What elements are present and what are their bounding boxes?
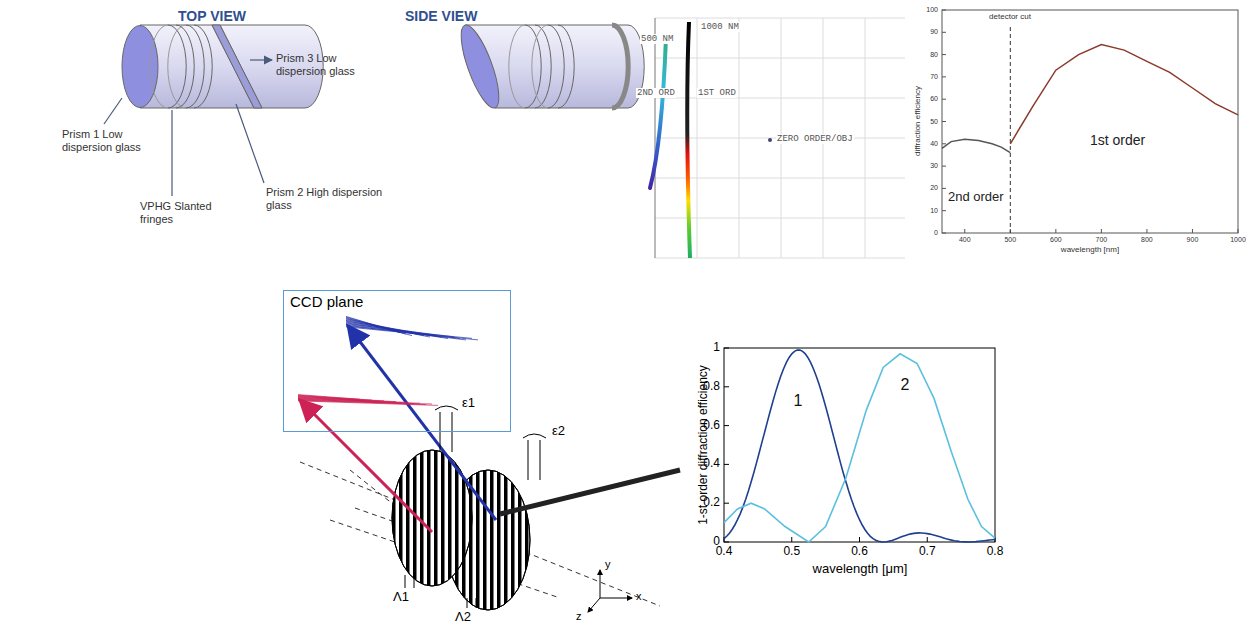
spectrum-label: 500 NM xyxy=(640,34,674,44)
tick-label: 800 xyxy=(1141,236,1153,244)
series-label: 2nd order xyxy=(948,190,1004,205)
grid-line xyxy=(655,218,905,219)
period-symbol: Λ2 xyxy=(455,610,471,625)
axis-name: x xyxy=(636,590,642,603)
tick-label: 40 xyxy=(930,140,938,148)
tick-label: 0.8 xyxy=(703,380,720,394)
tick xyxy=(942,99,946,100)
spectrum-label: 2ND ORD xyxy=(636,88,676,98)
tick xyxy=(942,233,946,234)
axis-name: y xyxy=(605,558,611,571)
tick xyxy=(942,188,946,189)
tick xyxy=(942,121,946,122)
grid-line xyxy=(655,258,905,259)
tick-label: 500 xyxy=(1004,236,1016,244)
tick-label: 0.4 xyxy=(716,545,733,559)
grid-line xyxy=(655,98,905,99)
tick-label: 70 xyxy=(930,73,938,81)
tick xyxy=(724,348,729,349)
tick xyxy=(724,425,729,426)
tick-label: 0.5 xyxy=(783,545,800,559)
tick xyxy=(1146,229,1147,233)
tick xyxy=(724,464,729,465)
tick-label: 20 xyxy=(930,184,938,192)
tick xyxy=(942,54,946,55)
spectrum-streak xyxy=(298,401,438,406)
tick-label: 80 xyxy=(930,51,938,59)
tick xyxy=(942,76,946,77)
tick-label: 0.7 xyxy=(919,545,936,559)
tick-label: 1 xyxy=(713,341,720,355)
tick-label: 50 xyxy=(930,117,938,125)
spectrum-label: 1000 NM xyxy=(700,22,740,32)
tick-label: 100 xyxy=(926,6,938,14)
period-symbol: Λ1 xyxy=(393,590,409,605)
grid-line xyxy=(655,178,905,179)
tick xyxy=(791,537,792,542)
tick xyxy=(724,542,729,543)
tick xyxy=(964,229,965,233)
angle-symbol: ε1 xyxy=(462,396,475,411)
tick-label: 1000 xyxy=(1230,236,1246,244)
curve-number: 2 xyxy=(901,376,910,394)
part-label: VPHG Slanted fringes xyxy=(140,200,232,225)
box-title: CCD plane xyxy=(284,291,369,312)
tick-label: 10 xyxy=(930,207,938,215)
series-label: 1st order xyxy=(1090,132,1145,148)
tick-label: 0 xyxy=(934,229,938,237)
tick xyxy=(942,210,946,211)
tick xyxy=(942,166,946,167)
tick xyxy=(724,503,729,504)
tick-label: 0.6 xyxy=(703,419,720,433)
tick xyxy=(942,10,946,11)
tick-label: 600 xyxy=(1050,236,1062,244)
spectrum-label: ZERO ORDER/OBJ xyxy=(776,134,854,144)
curve-number: 1 xyxy=(794,392,803,410)
angle-symbol: ε2 xyxy=(552,424,565,439)
tick xyxy=(1192,229,1193,233)
axis-title: wavelength [nm] xyxy=(1061,245,1119,254)
tick xyxy=(927,537,928,542)
part-label: Prism 1 Low dispersion glass xyxy=(62,128,174,153)
tick-label: 0.2 xyxy=(703,496,720,510)
grid-line xyxy=(655,18,905,19)
axis-name: z xyxy=(576,610,582,623)
axis-title: wavelength [μm] xyxy=(813,562,908,577)
tick-label: 90 xyxy=(930,28,938,36)
tick xyxy=(724,386,729,387)
tick xyxy=(942,32,946,33)
tick-label: 0.8 xyxy=(987,545,1004,559)
view-title: TOP VIEW xyxy=(178,8,246,24)
part-label: Prism 2 High dispersion glass xyxy=(266,186,386,211)
spectrum-label: 1ST ORD xyxy=(697,88,737,98)
tick-label: 0.6 xyxy=(851,545,868,559)
view-title: SIDE VIEW xyxy=(405,8,477,24)
plane-box: CCD plane xyxy=(283,290,511,432)
tick-label: 700 xyxy=(1096,236,1108,244)
grid-line xyxy=(655,58,905,59)
tick-label: 30 xyxy=(930,162,938,170)
tick-label: 0.4 xyxy=(703,457,720,471)
tick xyxy=(942,143,946,144)
tick xyxy=(1238,229,1239,233)
part-label: Prism 3 Low dispersion glass xyxy=(276,52,388,77)
tick-label: 900 xyxy=(1187,236,1199,244)
spectrum-streak xyxy=(346,326,472,338)
axis-title: diffraction efficiency xyxy=(913,86,922,156)
annotation: detector cut xyxy=(988,12,1032,21)
spectrum-streak xyxy=(346,327,478,340)
tick xyxy=(1101,229,1102,233)
tick-label: 60 xyxy=(930,95,938,103)
tick-label: 400 xyxy=(959,236,971,244)
tick xyxy=(859,537,860,542)
tick xyxy=(1055,229,1056,233)
